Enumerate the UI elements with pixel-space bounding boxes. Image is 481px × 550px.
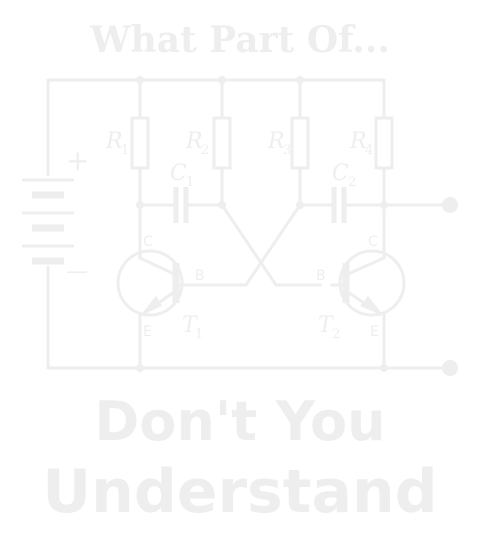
r1-subscript: 1 — [121, 143, 129, 158]
r2-label: R — [185, 129, 203, 154]
heading-text: What Part Of... — [89, 19, 390, 61]
output-terminal-bottom — [442, 360, 458, 376]
t2-label: T — [318, 313, 335, 338]
t1-base-label: B — [195, 268, 205, 284]
junction-dot — [136, 364, 144, 372]
r3-label: R — [267, 129, 285, 154]
c2-label: C — [332, 161, 349, 186]
battery-minus-label: — — [66, 259, 88, 284]
resistor-r4 — [374, 116, 394, 170]
r4-subscript: 4 — [365, 143, 373, 158]
r2-subscript: 2 — [201, 143, 209, 158]
transistor-t1 — [116, 248, 192, 370]
c1-label: C — [170, 161, 187, 186]
t1-collector-label: C — [143, 234, 153, 250]
t2-subscript: 2 — [332, 327, 340, 342]
r4-label: R — [349, 129, 367, 154]
t1-subscript: 1 — [195, 327, 203, 342]
c1-subscript: 1 — [186, 175, 194, 190]
junction-dot — [136, 76, 144, 84]
battery-plus-label: + — [66, 144, 89, 177]
t1-label: T — [182, 313, 199, 338]
r1-label: R — [105, 129, 123, 154]
transistor-t2 — [330, 248, 406, 370]
resistor-r3 — [290, 116, 310, 170]
t2-collector-label: C — [368, 234, 378, 250]
t1-emitter-label: E — [143, 324, 152, 340]
resistor-r1 — [130, 116, 150, 170]
junction-dot — [218, 76, 226, 84]
junction-dot — [218, 201, 226, 209]
resistor-r2 — [212, 116, 232, 170]
t2-base-label: B — [316, 268, 326, 284]
t2-emitter-label: E — [370, 324, 379, 340]
footer-line-2: Understand — [42, 457, 437, 527]
output-terminal-top — [442, 197, 458, 213]
junction-dot — [380, 364, 388, 372]
footer-line-1: Don't You — [94, 390, 385, 453]
junction-dot — [296, 201, 304, 209]
junction-dot — [296, 76, 304, 84]
junction-dot — [136, 201, 144, 209]
junction-dot — [380, 201, 388, 209]
cross-wire-to-t2-base — [219, 202, 322, 287]
battery-symbol — [22, 176, 74, 266]
r3-subscript: 3 — [283, 143, 291, 158]
c2-subscript: 2 — [348, 175, 356, 190]
cross-wire-to-t1-base — [188, 202, 303, 287]
